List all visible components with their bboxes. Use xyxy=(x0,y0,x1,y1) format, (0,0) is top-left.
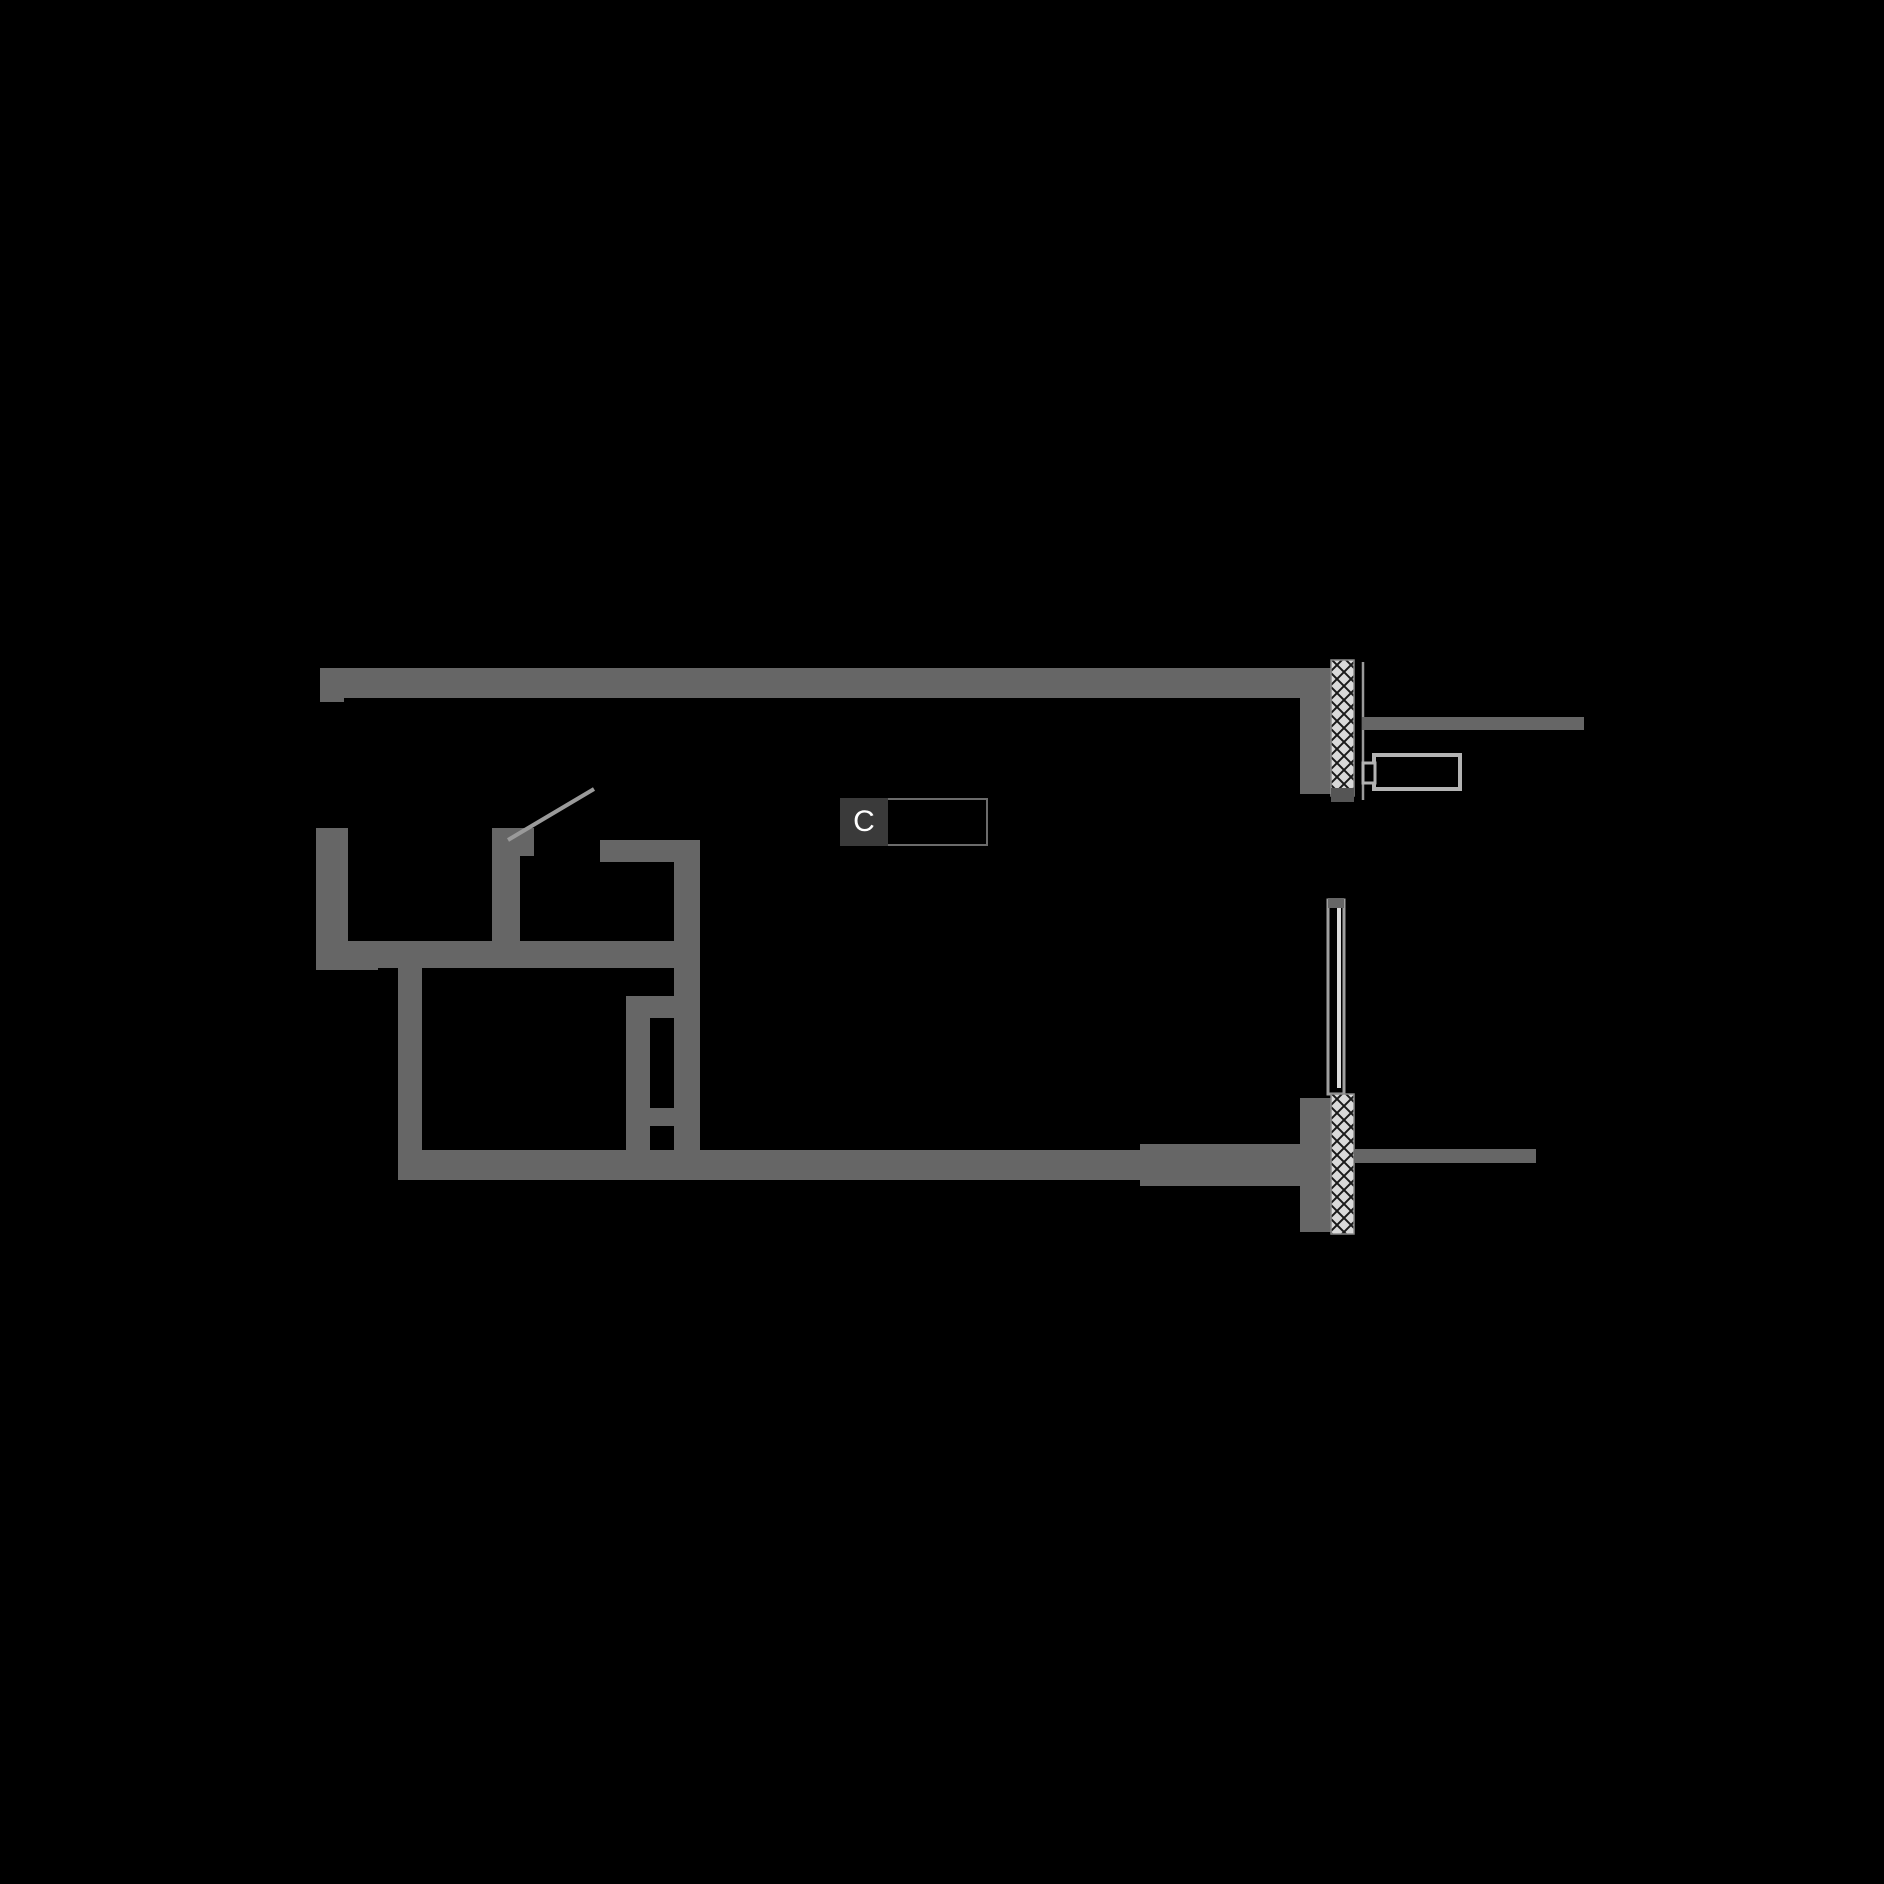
closet-group xyxy=(600,840,700,1154)
right-vertical-window-group xyxy=(1326,898,1346,1096)
room-tag-value-box[interactable] xyxy=(888,798,988,846)
right-fixture-tab xyxy=(1361,761,1377,785)
upper-hatched-wall-foot xyxy=(1331,788,1354,802)
niche-return-group xyxy=(492,828,534,948)
upper-right-extension-line xyxy=(1362,717,1584,730)
closet-left-wall xyxy=(626,996,650,1154)
closet-shelf xyxy=(626,1108,700,1126)
stair-vertical-wall xyxy=(398,941,422,1157)
lower-hatched-wall-group xyxy=(1330,1093,1355,1235)
top-exterior-wall-group xyxy=(320,668,1342,794)
top-wall-left-tab xyxy=(320,682,344,702)
room-tag[interactable]: C xyxy=(840,798,988,846)
niche-top-cap xyxy=(492,828,534,856)
upper-hatched-wall-group xyxy=(1330,659,1355,802)
right-window-head xyxy=(1328,898,1344,908)
lower-hatched-wall xyxy=(1331,1094,1354,1234)
room-tag-letter-box[interactable]: C xyxy=(840,798,888,846)
upper-hatched-wall xyxy=(1331,660,1354,796)
right-fixture-rectangle xyxy=(1372,753,1462,791)
top-exterior-wall xyxy=(320,668,1332,698)
room-tag-letter: C xyxy=(853,805,875,838)
lower-right-extension-line xyxy=(1354,1149,1536,1163)
lower-hatched-wall-outline xyxy=(1330,1093,1355,1235)
bottom-exterior-wall-left xyxy=(398,1150,1148,1180)
leader-line xyxy=(506,787,596,842)
right-fixture-group xyxy=(1361,753,1462,791)
right-window-frame xyxy=(1326,898,1346,1096)
